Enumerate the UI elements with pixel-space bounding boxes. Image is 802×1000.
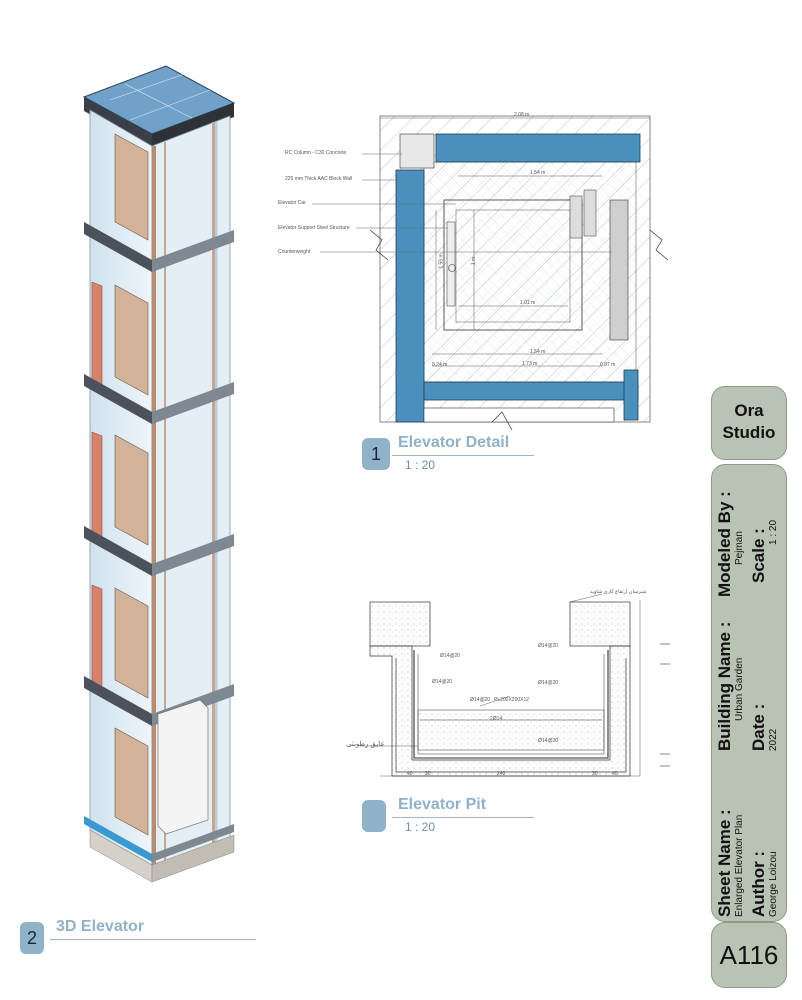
elevator-car [157,699,209,835]
callout-support-steel: Elevator Support Steel Structure [278,225,350,231]
pit-dim-5: 40 [612,771,618,777]
elevator3d-view-underline [50,939,256,940]
sheet-number: A116 [719,939,779,970]
pit-bar: 2Ø14 [490,716,503,722]
studio-name: Ora Studio [722,401,776,442]
scale-value: 1 : 20 [768,519,779,545]
callout-aac-wall: 220 mm Thick AAC Block Wall [285,176,353,182]
info-block: Modeled By : Pejman Scale : 1 : 20 Build… [711,464,787,922]
detail-view-number: 1 [362,438,390,470]
date-value: 2022 [768,728,779,751]
elevator-detail-plan [312,115,669,430]
date-label: Date : [749,703,768,751]
pit-left-note: عایق رطوبتی [346,741,385,748]
pit-dim-1: 40 [407,771,413,777]
dim-side2: 1 m [471,256,478,266]
sheet-name-value: Enlarged Elevator Plan [734,814,745,917]
pit-rebar-3: Ø14@20 [432,679,453,685]
dim-door: 1.01 m [520,300,536,306]
callout-rc-column: RC Column - C30 Concrete [285,150,347,156]
dim-top: 2.08 m [514,112,530,118]
pit-top-note: شیرسان ارتفاع کاری شاوید [590,589,647,595]
dim-right: 0.87 m [600,362,616,368]
modeled-by-value: Pejman [734,531,745,565]
pit-rebar-4: Ø14@20 [470,697,491,703]
pit-dim-2: 30 [425,771,431,777]
dim-car-width: 1.54 m [530,170,546,176]
dim-side1: 1.59 m [438,253,445,269]
building-name-value: Urban Garden [734,657,745,721]
pit-view-number [362,800,386,832]
studio-block: Ora Studio [711,386,787,460]
building-name-label: Building Name : [715,621,734,751]
elevator-pit-section [360,593,670,777]
pit-rebar-6: Ø14@20 [538,738,559,744]
modeled-by-label: Modeled By : [715,491,734,597]
author-label: Author : [749,850,768,917]
pit-view-underline [392,817,534,818]
scale-label: Scale : [749,528,768,583]
pit-plate: PL200X200X12 [494,697,530,703]
callout-counterweight: Counterweight [278,249,311,255]
detail-view-title: Elevator Detail [398,434,510,451]
pit-rebar-5: Ø14@20 [538,680,559,686]
dim-bottom1: 1.54 m [530,349,546,355]
detail-view-underline [392,455,534,456]
pit-view-scale: 1 : 20 [405,820,436,834]
sheet-number-block: A116 [711,922,787,988]
dim-left: 0.24 m [432,362,448,368]
dim-bottom2: 1.73 m [522,361,538,367]
pit-dim-4: 30 [592,771,598,777]
3d-elevator-drawing [82,65,236,883]
callout-elevator-car: Elevator Car [278,200,306,206]
sheet-name-label: Sheet Name : [715,809,734,917]
elevator3d-view-title: 3D Elevator [56,918,145,935]
pit-rebar-1: Ø14@20 [440,653,461,659]
pit-rebar-2: Ø14@20 [538,643,559,649]
elevator3d-view-number: 2 [20,922,44,954]
detail-view-scale: 1 : 20 [405,458,436,472]
pit-view-title: Elevator Pit [398,796,487,813]
author-value: George Loizou [768,851,779,917]
pit-dim-3: 240 [497,771,506,777]
